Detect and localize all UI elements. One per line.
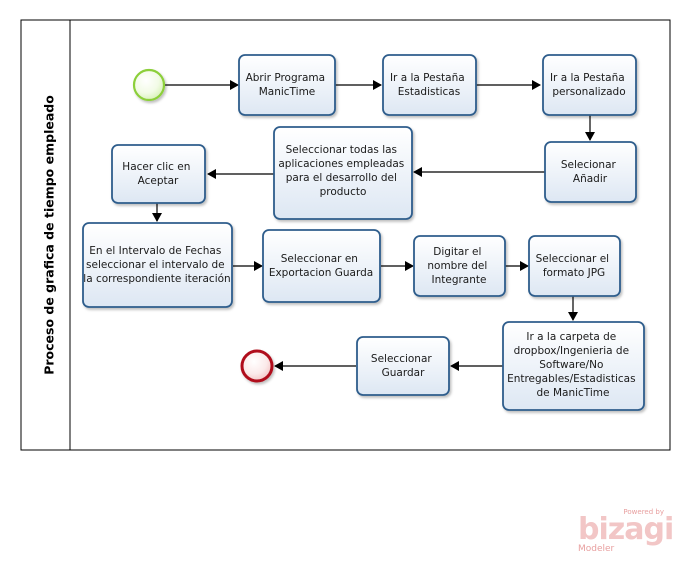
task-t9[interactable]: Digitar el nombre del Integrante	[413, 235, 506, 297]
svg-text:Digitar el nombre del: Digitar el nombre del Integrante	[427, 246, 490, 286]
task-t6-line: Aceptar	[138, 175, 179, 187]
svg-text:Ir a la carpeta de dropb: Ir a la carpeta de dropbox/Ingenieria de…	[507, 331, 639, 399]
lane-label: Proceso de grafica de tiempo empleado	[42, 95, 57, 375]
task-t9-line: Integrante	[432, 274, 487, 286]
task-t4-line: Selecionar	[561, 159, 617, 171]
task-t6[interactable]: Hacer clic en Aceptar	[111, 144, 206, 204]
task-t1[interactable]: Abrir Programa ManicTime	[238, 54, 336, 116]
task-t12-line: Guardar	[382, 367, 425, 379]
task-t5-line: producto	[320, 186, 367, 198]
task-t7[interactable]: En el Intervalo de Fechas seleccionar el…	[82, 222, 233, 308]
svg-text:Abrir Programa ManicTime: Abrir Programa ManicTime	[246, 72, 329, 98]
task-t11-line: Ir a la carpeta de	[526, 331, 616, 343]
task-t3[interactable]: Ir a la Pestaña personalizado	[542, 54, 637, 116]
task-t2-line: Ir a la Pestaña	[390, 72, 465, 84]
task-t10-line: formato JPG	[543, 267, 605, 279]
task-t9-line: Digitar el	[433, 246, 481, 258]
svg-text:Seleccionar en Exportaci: Seleccionar en Exportacion Guarda	[269, 253, 373, 279]
bizagi-logo: bizagi	[578, 512, 674, 547]
task-t7-line: En el Intervalo de Fechas	[89, 245, 221, 257]
task-t5-line: Seleccionar todas las	[286, 144, 397, 156]
end-event[interactable]	[240, 349, 274, 383]
svg-text:Seleccionar el formato J: Seleccionar el formato JPG	[536, 253, 613, 279]
task-t2[interactable]: Ir a la Pestaña Estadisticas	[382, 54, 477, 116]
svg-text:Selecionar Añadir: Selecionar Añadir	[561, 159, 619, 185]
task-t10-line: Seleccionar el	[536, 253, 610, 265]
svg-text:Hacer clic en Aceptar: Hacer clic en Aceptar	[122, 161, 193, 187]
powered-by-label: Powered by	[623, 508, 664, 516]
task-t8-line: Exportacion Guarda	[269, 267, 373, 279]
task-t11-line: dropbox/Ingenieria de	[514, 345, 629, 357]
task-t5[interactable]: Seleccionar todas las aplicaciones emple…	[273, 126, 413, 220]
task-t8[interactable]: Seleccionar en Exportacion Guarda	[262, 229, 381, 303]
task-t5-line: aplicaciones empleadas	[278, 158, 404, 170]
task-t11-line: de ManicTime	[537, 387, 610, 399]
task-t11-line: Software/No	[539, 359, 603, 371]
task-t3-line: Ir a la Pestaña	[550, 72, 625, 84]
sequence-flows	[152, 80, 595, 371]
task-t8-line: Seleccionar en	[281, 253, 358, 265]
bizagi-watermark: Powered by bizagi Modeler	[578, 508, 674, 554]
task-t1-line: ManicTime	[259, 86, 316, 98]
task-t11-line: Entregables/Estadisticas	[507, 373, 636, 385]
task-t4-line: Añadir	[573, 173, 608, 185]
svg-text:Ir a la Pestaña Estadist: Ir a la Pestaña Estadisticas	[390, 72, 468, 98]
task-t7-line: seleccionar el intervalo de	[86, 259, 225, 271]
task-t10[interactable]: Seleccionar el formato JPG	[528, 235, 621, 297]
svg-text:En el Intervalo de Fechas: En el Intervalo de Fechas seleccionar el…	[83, 245, 230, 285]
task-t12[interactable]: Seleccionar Guardar	[356, 336, 450, 396]
task-t12-line: Seleccionar	[371, 353, 432, 365]
svg-text:Seleccionar todas las ap: Seleccionar todas las aplicaciones emple…	[278, 144, 407, 198]
task-t2-line: Estadisticas	[398, 86, 460, 98]
svg-text:Seleccionar Guardar: Seleccionar Guardar	[371, 353, 435, 379]
task-t5-line: para el desarrollo del	[286, 172, 397, 184]
svg-text:Ir a la Pestaña personal: Ir a la Pestaña personalizado	[550, 72, 628, 98]
task-t4[interactable]: Selecionar Añadir	[544, 141, 637, 203]
task-t7-line: la correspondiente iteración	[83, 273, 230, 285]
task-t6-line: Hacer clic en	[122, 161, 190, 173]
modeler-label: Modeler	[578, 544, 615, 554]
task-t1-line: Abrir Programa	[246, 72, 325, 84]
task-t3-line: personalizado	[552, 86, 625, 98]
start-event[interactable]	[132, 68, 166, 102]
task-t11[interactable]: Ir a la carpeta de dropbox/Ingenieria de…	[502, 321, 645, 411]
task-t9-line: nombre del	[427, 260, 487, 272]
